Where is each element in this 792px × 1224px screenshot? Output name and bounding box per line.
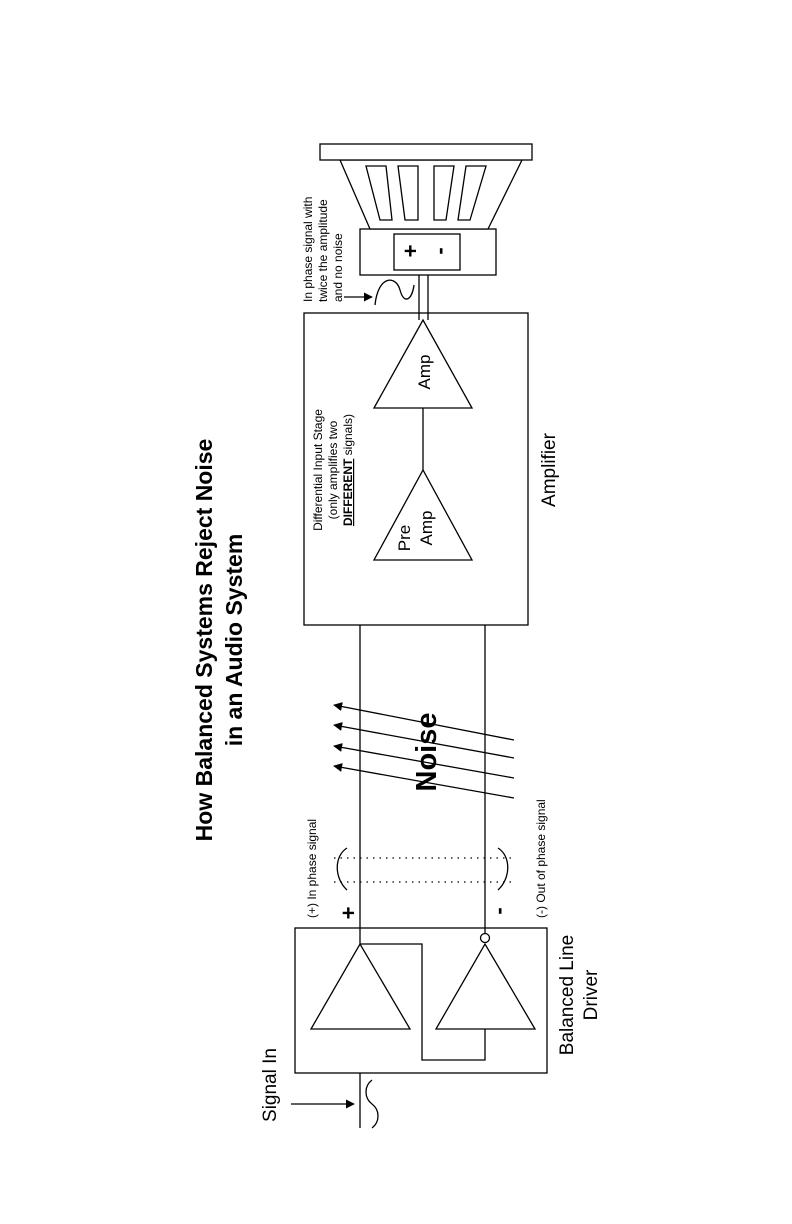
in-phase-label: (+) In phase signal [305,819,319,918]
out-of-phase-label: (-) Out of phase signal [534,799,548,918]
different-rest: signals) [341,414,355,459]
negative-sign: - [486,907,511,914]
amplifier-label: Amplifier [539,432,560,507]
diagram-title-line2: in an Audio System [221,534,247,747]
speaker-plus-sign: + [398,245,423,258]
speaker: + - [320,144,532,275]
speaker-minus-sign: - [427,247,452,254]
signal-in-label: Signal In [260,1048,281,1122]
differential-stage-label-line1: Differential Input Stage [311,409,325,531]
output-signal-label-line3: and no noise [331,233,345,302]
output-signal-label-line1: In phase signal with [301,197,315,302]
inverter-bubble [481,934,490,943]
positive-sign: + [336,907,361,920]
differential-stage-label-line2: (only amplifies two [326,420,340,519]
in-phase-wave [337,848,347,890]
different-emphasis: DIFFERENT [341,458,355,526]
output-signal-label-line2: twice the amplitude [316,199,330,302]
amp-label: Amp [415,355,434,390]
output-signal-wave [375,280,414,305]
preamp-label-line2: Amp [417,511,436,546]
signal-in-wave [366,1080,378,1128]
balanced-line-driver-label-line1: Balanced Line [557,935,578,1055]
noise-label: Noise [411,713,443,792]
diagram-title-line1: How Balanced Systems Reject Noise [191,439,217,842]
differential-stage-label-line3: DIFFERENT signals) [341,414,355,526]
balanced-line-driver-label-line2: Driver [581,969,602,1020]
speaker-rim [320,144,532,160]
out-of-phase-wave [498,848,508,890]
preamp-label-line1: Pre [395,525,414,551]
